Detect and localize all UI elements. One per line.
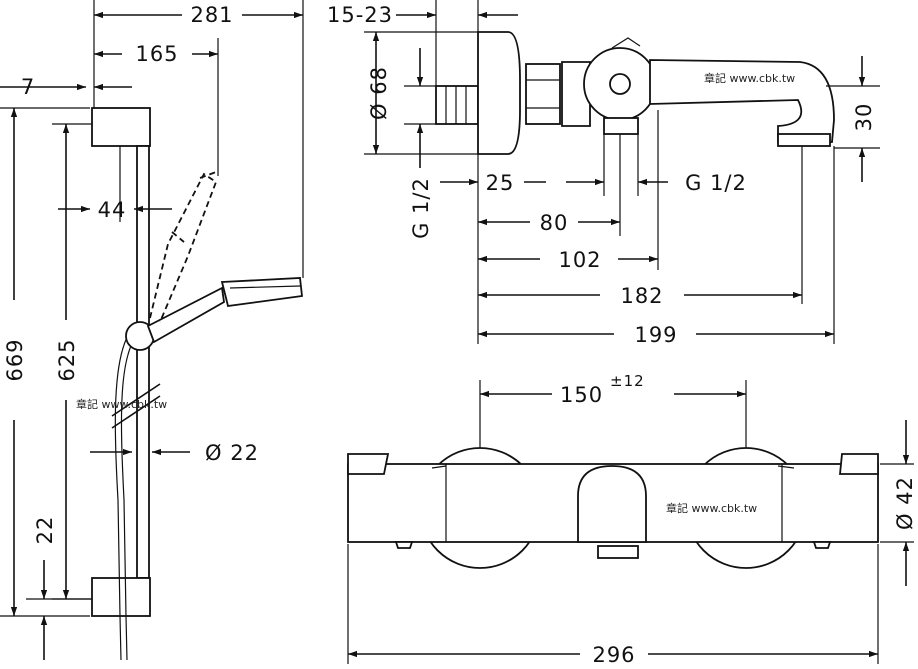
mixer-side-view: 15-23 Ø 68 G 1/2 25 G 1/2 80 102 182 xyxy=(327,0,880,347)
dim-inlet-thread: G 1/2 xyxy=(409,177,433,239)
outlet-connector xyxy=(603,117,639,135)
shower-set-side-view: 281 165 7 44 669 625 Ø 22 22 章記 www.cbk.… xyxy=(0,0,304,661)
dim-rail-diameter: Ø 22 xyxy=(205,441,259,465)
watermark: 章記 www.cbk.tw xyxy=(704,71,795,85)
wall-bracket-bottom xyxy=(91,577,151,617)
dim-total-height: 669 xyxy=(3,338,27,381)
dim-outlet-thread: G 1/2 xyxy=(685,171,747,195)
dim-centre-distance-tolerance: ±12 xyxy=(610,372,645,390)
dim-overall-width: 296 xyxy=(592,643,635,667)
mixer-front-view: 150 ±12 Ø 42 296 章記 www.cbk.tw xyxy=(347,372,917,667)
watermark: 章記 www.cbk.tw xyxy=(666,501,757,515)
dim-body-diameter: Ø 68 xyxy=(367,66,391,120)
dim-outlet-position: 80 xyxy=(540,211,569,235)
connection-nut xyxy=(525,63,561,125)
dim-front-body-diameter: Ø 42 xyxy=(893,476,917,530)
bath-spout xyxy=(649,59,835,143)
dim-spout-outlet-position: 182 xyxy=(620,284,663,308)
dim-centre-distance: 150 xyxy=(560,383,603,407)
dim-spout-height: 30 xyxy=(852,103,876,132)
dim-top-offset: 7 xyxy=(21,75,35,99)
mixer-body xyxy=(561,61,591,127)
dim-bottom-offset: 22 xyxy=(33,516,57,545)
right-end-cap xyxy=(839,453,879,475)
dim-arm-reach: 165 xyxy=(135,42,178,66)
dim-rail-length: 625 xyxy=(55,338,79,381)
dim-handle-position: 102 xyxy=(558,248,601,272)
hand-shower-alt-position xyxy=(149,172,218,323)
wall-escutcheon xyxy=(477,31,521,155)
dim-spout-length: 199 xyxy=(634,323,677,347)
dim-wall-gap: 15-23 xyxy=(327,3,393,27)
shower-rail xyxy=(136,145,150,579)
hand-shower xyxy=(146,286,225,344)
watermark: 章記 www.cbk.tw xyxy=(76,397,167,411)
left-end-cap xyxy=(347,453,390,475)
wall-bracket-top xyxy=(91,107,151,147)
dim-inlet-depth: 25 xyxy=(486,171,515,195)
spout-front xyxy=(577,465,647,543)
inlet-connector xyxy=(435,85,479,125)
dim-total-depth: 281 xyxy=(190,3,233,27)
dim-handshower-offset: 44 xyxy=(98,198,127,222)
